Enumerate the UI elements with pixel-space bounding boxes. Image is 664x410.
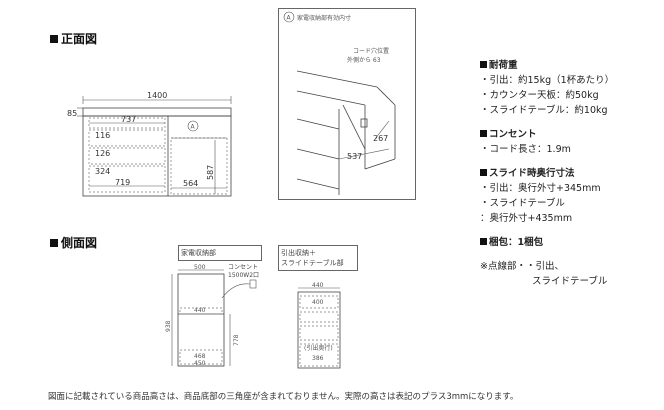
panel1-inner-bottom: 468 — [194, 353, 206, 360]
square-bullet-icon — [480, 130, 487, 137]
side-view-heading: 側面図 — [50, 234, 97, 251]
outlet-label-2: 1500W2口 — [228, 272, 260, 279]
outlet-item: ・コード長さ：1.9m — [480, 144, 571, 155]
slide-item: ・スライドテーブル — [480, 198, 565, 209]
cord-note-1: コード穴位置 — [353, 47, 389, 55]
detail-box: A 家電収納部有効内寸 コード穴位置 外側から 63 267 537 — [278, 8, 416, 200]
panel2-note: (引出奥行) — [304, 344, 333, 352]
marker-a: A — [191, 124, 196, 131]
dim-right-width: 564 — [183, 179, 198, 188]
panel2-label-box: 引出収納＋ スライドテーブル部 — [278, 245, 358, 271]
dim-height: 587 — [206, 165, 215, 180]
slide-item: ：奥行外寸+435mm — [480, 213, 573, 224]
package-info: 梱包：1梱包 — [480, 235, 614, 250]
slide-title: スライド時奥行寸法 — [480, 166, 614, 181]
panel1-height: 938 — [165, 320, 172, 332]
dim-width: 1400 — [147, 91, 167, 100]
outlet-title: コンセント — [480, 127, 614, 142]
square-bullet-icon — [50, 239, 58, 247]
side-panel2-drawing: 440 400 (引出奥行) 386 — [297, 282, 341, 369]
panel1-label-box: 家電収納部 — [178, 245, 262, 261]
footer-note: 図面に記載されている商品高さは、商品底部の三角座が含まれておりません。実際の高さ… — [48, 392, 519, 402]
dim-shelf-2: 126 — [95, 149, 110, 158]
panel1-bottom: 450 — [194, 360, 206, 367]
power-cord-icon — [221, 283, 251, 299]
panel1-top: 500 — [194, 264, 206, 271]
square-bullet-icon — [50, 35, 58, 43]
panel1-inner-top: 440 — [194, 307, 206, 314]
dim-shelf-3: 324 — [95, 167, 110, 176]
square-bullet-icon — [480, 61, 487, 68]
specs-panel: 耐荷重 ・引出：約15kg（1杯あたり） ・カウンター天板：約50kg ・スライ… — [480, 58, 614, 289]
detail-dim-width: 537 — [347, 152, 362, 161]
load-title: 耐荷重 — [480, 58, 614, 73]
dim-top-offset: 85 — [67, 109, 77, 118]
detail-title: 家電収納部有効内寸 — [297, 14, 351, 22]
panel2-inner: 400 — [312, 299, 324, 306]
panel1-inner-height: 778 — [233, 334, 240, 346]
dim-drawer-width: 737 — [121, 115, 136, 124]
note-line-1: ※点線部・・引出、 — [480, 261, 564, 272]
load-item: ・スライドテーブル：約10kg — [480, 105, 608, 116]
square-bullet-icon — [480, 169, 487, 176]
load-item: ・引出：約15kg（1杯あたり） — [480, 75, 615, 86]
load-item: ・カウンター天板：約50kg — [480, 90, 599, 101]
detail-drawing: A 家電収納部有効内寸 コード穴位置 外側から 63 267 537 — [283, 11, 396, 195]
panel2-label-2: スライドテーブル部 — [281, 259, 344, 267]
detail-dim-depth: 267 — [373, 134, 388, 143]
dim-bottom-width: 719 — [115, 178, 130, 187]
detail-marker: A — [287, 15, 292, 22]
panel2-label-1: 引出収納＋ — [281, 249, 316, 257]
front-view-drawing: 1400 85 737 116 126 324 719 A 587 564 — [67, 91, 232, 197]
dim-shelf-1: 116 — [95, 131, 110, 140]
panel1-label: 家電収納部 — [181, 249, 216, 257]
slide-item: ・引出：奥行外寸+345mm — [480, 183, 601, 194]
panel2-top: 440 — [312, 282, 324, 289]
side-panel1-drawing: 500 440 468 450 938 778 — [165, 264, 257, 367]
outlet-label-1: コンセント — [228, 264, 259, 271]
note-line-2: スライドテーブル — [532, 276, 608, 287]
panel2-bottom: 386 — [312, 355, 324, 362]
cord-note-2: 外側から 63 — [347, 56, 381, 64]
front-view-heading: 正面図 — [50, 30, 97, 47]
square-bullet-icon — [480, 238, 487, 245]
